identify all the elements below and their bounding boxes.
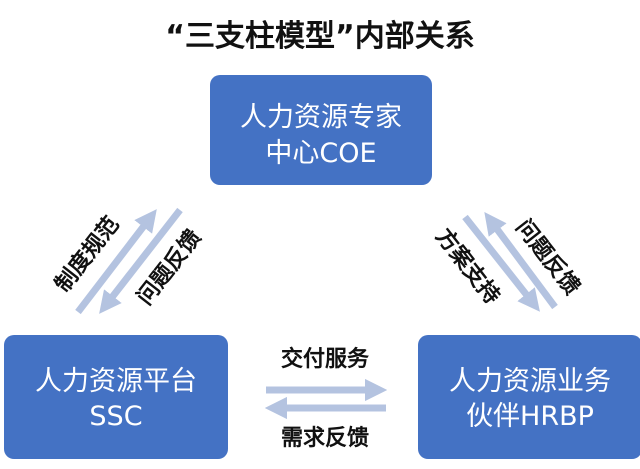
arrow-ssc-to-coe	[75, 209, 157, 315]
edge-label-ssc-to-coe: 问题反馈	[132, 225, 207, 310]
edge-label-hrbp-to-ssc: 需求反馈	[281, 425, 369, 451]
edge-label-coe-to-hrbp: 方案支持	[430, 224, 505, 309]
node-ssc-line2: SSC	[89, 401, 142, 432]
node-coe-line2: 中心COE	[265, 138, 376, 169]
diagram-title: “三支柱模型”内部关系	[165, 19, 474, 54]
node-coe: 人力资源专家 中心COE	[210, 75, 432, 185]
arrow-hrbp-to-coe	[484, 212, 558, 310]
node-hrbp-line2: 伙伴HRBP	[466, 401, 594, 432]
arrow-coe-to-hrbp	[462, 214, 540, 312]
arrow-coe-to-ssc	[99, 207, 183, 314]
node-hrbp-line1: 人力资源业务	[449, 366, 611, 397]
edge-label-coe-to-ssc: 制度规范	[50, 212, 125, 297]
node-hrbp: 人力资源业务 伙伴HRBP	[418, 335, 640, 459]
node-ssc-line1: 人力资源平台	[35, 366, 197, 397]
node-coe-line1: 人力资源专家	[240, 102, 402, 133]
node-ssc: 人力资源平台 SSC	[4, 335, 228, 459]
edge-label-ssc-to-hrbp: 交付服务	[281, 346, 370, 372]
